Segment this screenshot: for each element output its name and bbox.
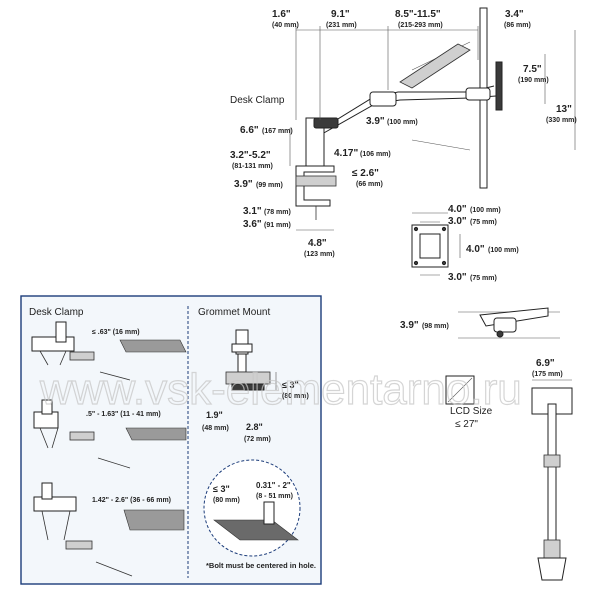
- hole-size-mm: (8 - 51 mm): [256, 493, 293, 500]
- watermark: www.vsk-elementarno.ru: [39, 365, 522, 414]
- arm-elbow: [369, 91, 397, 107]
- dim-mm-99: (99 mm): [256, 182, 283, 189]
- hole-size: 0.31" - 2": [256, 481, 291, 490]
- main-arm-diagram: 1.6" (40 mm) 9.1" (231 mm) 8.5"-11.5" (2…: [230, 7, 577, 258]
- vesa-top-inner: 3.0": [448, 216, 467, 227]
- grommet-base: 2.8": [246, 422, 263, 432]
- vesa-top-inner-mm: (75 mm): [470, 219, 497, 226]
- clamp-step-1: ≤ .63" (16 mm): [31, 321, 187, 381]
- side-clamp: [493, 317, 517, 333]
- arm-head: [465, 87, 491, 101]
- vesa-inner: [419, 233, 441, 259]
- dim-label-7-5: 7.5": [523, 64, 542, 75]
- dim-mm-78: (78 mm): [264, 209, 291, 216]
- vesa-bottom-mm: (75 mm): [470, 275, 497, 282]
- vesa-right: 4.0": [466, 244, 485, 255]
- grommet-mount-figure: ≤ 3" (80 mm) 1.9" (48 mm) 2.8" (72 mm): [202, 329, 309, 443]
- dim-label-4-8: 4.8": [308, 238, 327, 249]
- dim-mm-81: (81-131 mm): [232, 163, 273, 170]
- lcd-size-value: ≤ 27": [455, 419, 478, 430]
- dim-mm-106: (106 mm): [360, 151, 391, 158]
- arm-ghost-lower: [411, 139, 471, 151]
- grommet-thick: ≤ 3": [282, 380, 299, 390]
- dim-label-9-1: 9.1": [331, 9, 350, 20]
- side-depth-mm: (98 mm): [422, 323, 449, 330]
- dim-label-3-9-arm: 3.9": [366, 116, 385, 127]
- dim-label-3-1: 3.1": [243, 206, 262, 217]
- dim-mm-215: (215-293 mm): [398, 22, 443, 29]
- dim-label-3-9: 3.9": [234, 179, 253, 190]
- front-clamp: [543, 539, 561, 559]
- vesa-top-outer: 4.0": [448, 204, 467, 215]
- pole-collar: [313, 117, 339, 129]
- dim-mm-40: (40 mm): [272, 22, 299, 29]
- clamp-range-3: 1.42" - 2.6" (36 - 66 mm): [92, 497, 171, 504]
- dim-label-2-6: ≤ 2.6": [352, 168, 379, 179]
- dim-label-3-2: 3.2"-5.2": [230, 150, 271, 161]
- grommet-left: 1.9": [206, 410, 223, 420]
- installation-panel: Desk Clamp Grommet Mount ≤ .63" (16 mm) …: [20, 295, 322, 585]
- grommet-title: Grommet Mount: [198, 307, 270, 318]
- front-base: [537, 557, 567, 581]
- lcd-size-label: LCD Size: [450, 406, 493, 417]
- vesa-right-mm: (100 mm): [488, 247, 519, 254]
- clamp-range-2: .5" - 1.63" (11 - 41 mm): [86, 411, 161, 418]
- vesa-bottom: 3.0": [448, 272, 467, 283]
- dim-label-1-6: 1.6": [272, 9, 291, 20]
- dim-label-3-6: 3.6": [243, 219, 262, 230]
- dim-mm-231: (231 mm): [326, 22, 357, 29]
- dim-label-6-6: 6.6": [240, 125, 259, 136]
- dim-mm-123: (123 mm): [304, 251, 335, 258]
- arm-forearm: [399, 43, 471, 89]
- desk-clamp-title: Desk Clamp: [230, 95, 285, 106]
- dim-mm-190: (190 mm): [518, 77, 549, 84]
- vesa-top-outer-mm: (100 mm): [470, 207, 501, 214]
- grommet-base-mm: (72 mm): [244, 436, 271, 443]
- side-view-diagram: 3.9" (98 mm): [400, 307, 560, 339]
- front-view-diagram: 6.9" (175 mm) LCD Size ≤ 27": [445, 358, 573, 581]
- clamp-step-3: 1.42" - 2.6" (36 - 66 mm): [33, 482, 185, 577]
- dim-mm-66: (66 mm): [356, 181, 383, 188]
- desk-clamp-panel-title: Desk Clamp: [29, 307, 84, 318]
- side-depth-label: 3.9": [400, 320, 419, 331]
- front-joint: [543, 454, 561, 468]
- vesa-plate: [495, 61, 503, 111]
- dim-mm-91: (91 mm): [264, 222, 291, 229]
- front-width-label: 6.9": [536, 358, 555, 369]
- bolt-note: *Bolt must be centered in hole.: [206, 561, 316, 570]
- grommet-left-mm: (48 mm): [202, 425, 229, 432]
- dim-label-3-4: 3.4": [505, 9, 524, 20]
- hole-detail-figure: ≤ 3" (80 mm) 0.31" - 2" (8 - 51 mm) *Bol…: [203, 459, 316, 570]
- desk-section: [295, 175, 337, 187]
- vesa-plate-diagram: 4.0" (100 mm) 3.0" (75 mm) 4.0" (100 mm)…: [411, 204, 519, 283]
- hole-thick: ≤ 3": [213, 484, 230, 494]
- grommet-thick-mm: (80 mm): [282, 393, 309, 400]
- dim-label-8-5: 8.5"-11.5": [395, 9, 441, 20]
- dim-label-13: 13": [556, 104, 572, 115]
- front-width-mm: (175 mm): [532, 371, 563, 378]
- dim-mm-86: (86 mm): [504, 22, 531, 29]
- dim-mm-330: (330 mm): [546, 117, 577, 124]
- hole-thick-mm: (80 mm): [213, 497, 240, 504]
- hole-detail-circle: [203, 459, 301, 557]
- clamp-range-1: ≤ .63" (16 mm): [92, 329, 140, 336]
- clamp-step-2: .5" - 1.63" (11 - 41 mm): [33, 399, 187, 469]
- dim-label-4-17: 4.17": [334, 148, 358, 159]
- dim-mm-100-arm: (100 mm): [387, 119, 418, 126]
- dim-mm-167: (167 mm): [262, 128, 293, 135]
- front-pole: [547, 403, 557, 555]
